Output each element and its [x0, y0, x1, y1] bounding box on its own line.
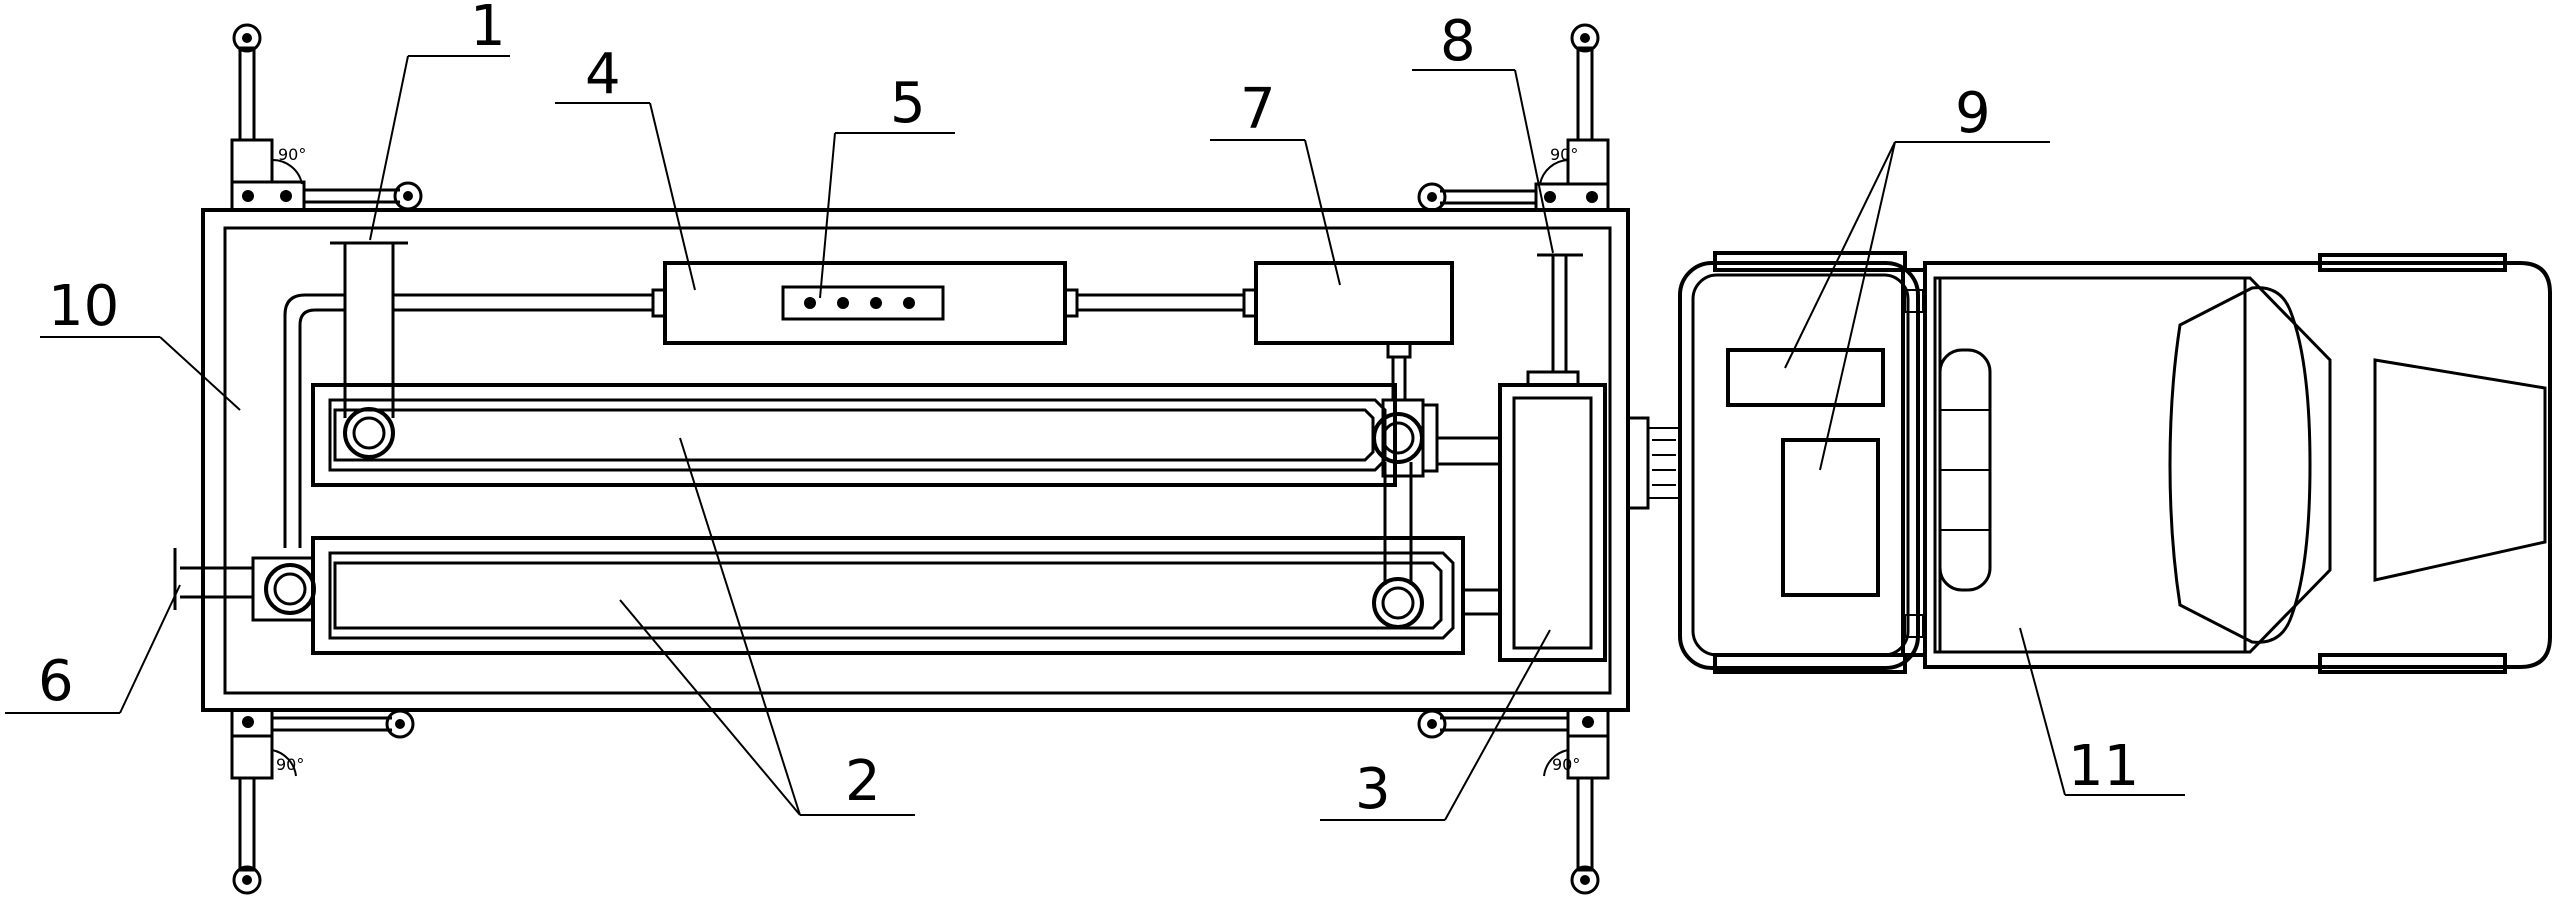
- angle-mark: 90°: [278, 145, 306, 164]
- component-4-box: [663, 261, 1067, 345]
- tank-lower: [311, 536, 1465, 655]
- outrigger-top-left: 90°: [230, 23, 423, 212]
- callout-1: 1: [470, 0, 506, 59]
- component-7-box: [1254, 261, 1454, 400]
- angle-mark: 90°: [1550, 145, 1578, 164]
- callout-11: 11: [2068, 734, 2139, 799]
- top-pipeline: [283, 288, 1258, 548]
- component-6-inlet: [173, 548, 316, 622]
- angle-mark: 90°: [276, 755, 304, 774]
- callout-3: 3: [1355, 757, 1391, 822]
- callout-2: 2: [845, 749, 881, 814]
- leader-lines: [5, 55, 2185, 821]
- valve-assembly: [1372, 398, 1500, 629]
- outrigger-bottom-left: 90°: [230, 708, 415, 895]
- component-3-box: [1498, 370, 1607, 662]
- callout-labels: 1 2 3 4 5 6 7 8 9 10 11: [38, 0, 2139, 822]
- vertical-pipe-1: [330, 241, 408, 459]
- outrigger-top-right: 90°: [1417, 23, 1610, 212]
- component-5-panel: [781, 285, 945, 321]
- component-8-pipe: [1537, 253, 1583, 372]
- component-9-boxes: [1726, 348, 1885, 597]
- trailer-frame: [201, 208, 1681, 712]
- callout-8: 8: [1440, 9, 1476, 74]
- tank-upper: [311, 383, 1397, 487]
- callout-9: 9: [1955, 81, 1991, 146]
- callout-7: 7: [1240, 77, 1276, 142]
- callout-4: 4: [585, 42, 621, 107]
- outrigger-bottom-right: 90°: [1417, 708, 1610, 895]
- callout-6: 6: [38, 649, 74, 714]
- angle-mark: 90°: [1552, 755, 1580, 774]
- callout-10: 10: [48, 274, 119, 339]
- truck: [1678, 251, 2552, 674]
- callout-5: 5: [890, 71, 926, 136]
